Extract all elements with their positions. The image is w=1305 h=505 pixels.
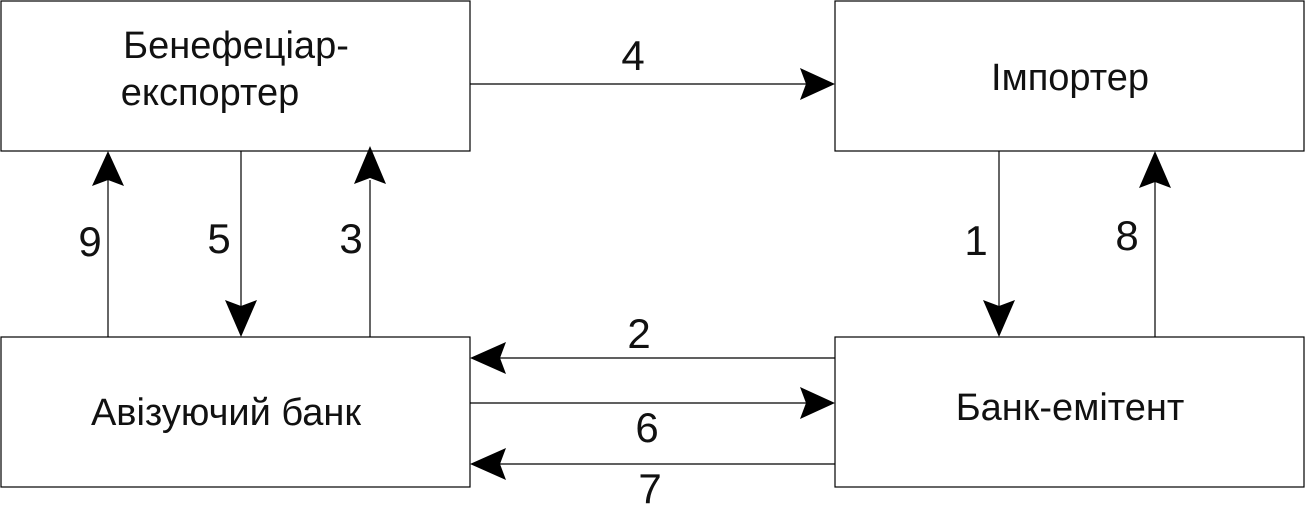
arrow-8-head bbox=[1139, 151, 1171, 188]
arrow-4-number: 4 bbox=[621, 32, 644, 79]
arrow-2-number: 2 bbox=[627, 310, 650, 357]
node-importer-box bbox=[834, 0, 1305, 152]
arrow-2-head bbox=[470, 342, 506, 374]
node-issuing-bank-label: Банк-емітент bbox=[956, 387, 1185, 429]
node-beneficiary-exporter-label-line2: експортер bbox=[121, 72, 299, 114]
arrow-6-head bbox=[800, 387, 835, 419]
arrow-9: 9 bbox=[78, 151, 124, 337]
arrow-1: 1 bbox=[964, 151, 1015, 337]
arrow-6-number: 6 bbox=[635, 404, 658, 451]
arrow-1-number: 1 bbox=[964, 217, 987, 264]
arrow-2: 2 bbox=[470, 310, 835, 374]
node-issuing-bank-box bbox=[834, 336, 1305, 488]
node-beneficiary-exporter: Бенефеціар- експортер bbox=[0, 0, 471, 152]
node-issuing-bank: Банк-емітент bbox=[834, 336, 1305, 488]
arrow-6: 6 bbox=[470, 387, 835, 451]
node-importer-label: Імпортер bbox=[991, 57, 1149, 99]
node-advising-bank: Авізуючий банк bbox=[0, 336, 471, 488]
arrow-4-head bbox=[800, 68, 835, 100]
arrow-1-head bbox=[983, 300, 1015, 337]
arrow-5-number: 5 bbox=[207, 215, 230, 262]
node-advising-bank-box bbox=[0, 336, 471, 488]
arrow-8: 8 bbox=[1115, 151, 1171, 337]
arrow-9-head bbox=[92, 151, 124, 186]
arrow-3-head bbox=[354, 146, 386, 184]
arrow-3-number: 3 bbox=[339, 215, 362, 262]
node-beneficiary-exporter-box bbox=[0, 0, 471, 152]
arrow-5-head bbox=[225, 300, 257, 337]
arrow-7-number: 7 bbox=[638, 465, 661, 505]
arrow-5: 5 bbox=[207, 151, 257, 337]
arrow-7: 7 bbox=[470, 448, 835, 505]
node-importer: Імпортер bbox=[834, 0, 1305, 152]
arrow-9-number: 9 bbox=[78, 218, 101, 265]
arrow-7-head bbox=[470, 448, 506, 480]
arrow-8-number: 8 bbox=[1115, 212, 1138, 259]
node-beneficiary-exporter-label-line1: Бенефеціар- bbox=[123, 25, 349, 67]
arrow-3: 3 bbox=[339, 146, 386, 337]
arrow-4: 4 bbox=[470, 32, 835, 100]
node-advising-bank-label: Авізуючий банк bbox=[91, 392, 361, 434]
